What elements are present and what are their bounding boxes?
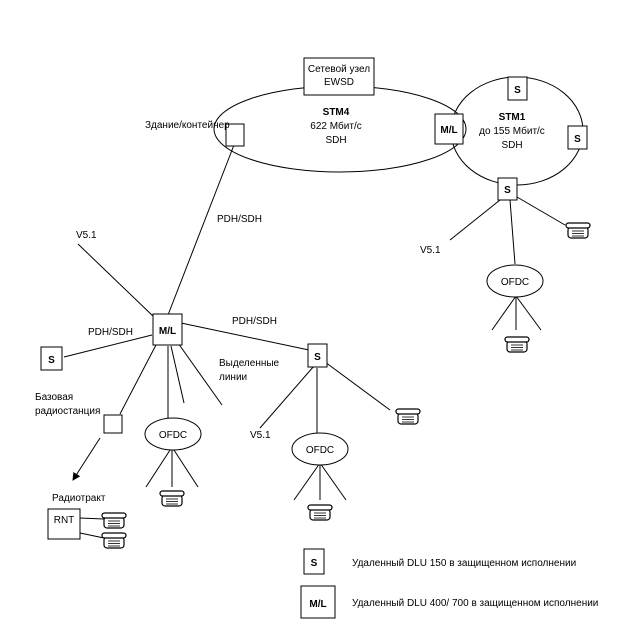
ofdc-right-node: OFDC [486, 264, 544, 298]
s-ring-v51-link [449, 199, 501, 241]
base-station-label-1: Базовая [35, 392, 73, 403]
legend-ml-item: M/L Удаленный DLU 400/ 700 в защищенном … [300, 585, 598, 619]
phone-icon [504, 336, 530, 353]
svg-text:OFDC: OFDC [306, 445, 334, 456]
ml-to-basestation-link [119, 342, 158, 415]
ml-center-node: M/L [152, 313, 183, 346]
svg-text:S: S [574, 134, 581, 145]
ewsd-label-line2: EWSD [324, 77, 354, 88]
radio-path-label: Радиотракт [52, 493, 106, 504]
v51-right-label: V5.1 [420, 245, 441, 256]
ofdc-right-drop-3 [515, 295, 542, 331]
ml-drop-1 [170, 345, 185, 404]
phone-icon [307, 504, 333, 521]
svg-text:M/L: M/L [440, 125, 457, 136]
svg-text:S: S [514, 85, 521, 96]
svg-text:OFDC: OFDC [159, 430, 187, 441]
ml-to-s-mid-link [180, 322, 310, 351]
stm4-type: SDH [325, 135, 346, 146]
ofdc-right-drop-1 [491, 295, 517, 331]
rnt-phone-link-2 [79, 532, 105, 539]
ofdc-mid-node: OFDC [291, 432, 349, 466]
s-right-node: S [567, 125, 588, 150]
leased-lines-label-1: Выделенные [219, 358, 280, 369]
ofdc-mid-drop-1 [293, 462, 321, 501]
s-ring-bottom-node: S [497, 177, 518, 201]
svg-text:OFDC: OFDC [501, 277, 529, 288]
leased-lines-label-2: линии [219, 372, 247, 383]
s-left-node: S [40, 346, 63, 371]
ml-to-s-left-link [63, 334, 153, 358]
svg-text:S: S [314, 352, 321, 363]
connection-lines [63, 76, 584, 501]
phone-icon [101, 532, 127, 549]
svg-text:S: S [504, 185, 511, 196]
ofdc-center-drop-1 [145, 446, 173, 488]
phone-icon [159, 490, 185, 507]
ml-drop-2 [177, 342, 223, 406]
svg-text:S: S [48, 355, 55, 366]
rnt-phone-link-1 [79, 517, 105, 520]
legend: S Удаленный DLU 150 в защищенном исполне… [300, 548, 598, 619]
rnt-node: RNT [47, 508, 81, 540]
ewsd-label-line1: Сетевой узел [308, 64, 370, 75]
base-station-label-2: радиостанция [35, 406, 100, 417]
legend-s-symbol: S [311, 558, 318, 569]
stm1-type: SDH [501, 140, 522, 151]
s-mid-to-phone-link [324, 361, 391, 411]
ofdc-mid-drop-3 [319, 462, 347, 501]
ofdc-center-drop-3 [171, 446, 199, 488]
ofdc-center-node: OFDC [144, 417, 202, 451]
svg-text:M/L: M/L [159, 326, 176, 337]
s-top-node: S [507, 76, 528, 101]
stm4-title: STM4 [323, 107, 350, 118]
v51-left-label: V5.1 [76, 230, 97, 241]
s-ring-to-ofdc-link [509, 199, 516, 265]
building-box [225, 123, 245, 147]
svg-text:RNT: RNT [54, 515, 75, 526]
s-mid-node: S [307, 343, 328, 368]
ewsd-node: Сетевой узел EWSD [303, 57, 375, 96]
v51-mid-label: V5.1 [250, 430, 271, 441]
radio-path-arrow [72, 437, 101, 481]
legend-ml-text: Удаленный DLU 400/ 700 в защищенном испо… [352, 598, 598, 609]
stm1-rate: до 155 Мбит/с [479, 125, 545, 137]
stm1-title: STM1 [499, 112, 526, 123]
building-label: Здание/контейнер [145, 120, 230, 131]
pdh-sdh-left-label: PDH/SDH [88, 327, 133, 338]
phone-icon [565, 222, 591, 239]
pdh-sdh-right-label: PDH/SDH [232, 316, 277, 327]
s-mid-v51-link [259, 365, 315, 429]
pdh-sdh-vertical-label: PDH/SDH [217, 214, 262, 225]
v51-left-link [77, 243, 156, 319]
legend-s-item: S Удаленный DLU 150 в защищенном исполне… [303, 548, 576, 575]
ml-ring-junction: M/L [434, 113, 464, 145]
legend-ml-symbol: M/L [309, 599, 326, 610]
phone-icon [101, 512, 127, 529]
building-to-ml-link [167, 144, 235, 316]
stm4-rate: 622 Мбит/с [310, 120, 361, 132]
phone-icon [395, 408, 421, 425]
legend-s-text: Удаленный DLU 150 в защищенном исполнени… [352, 558, 576, 569]
base-station-box [103, 414, 123, 434]
s-ring-to-phone-link [516, 196, 566, 226]
